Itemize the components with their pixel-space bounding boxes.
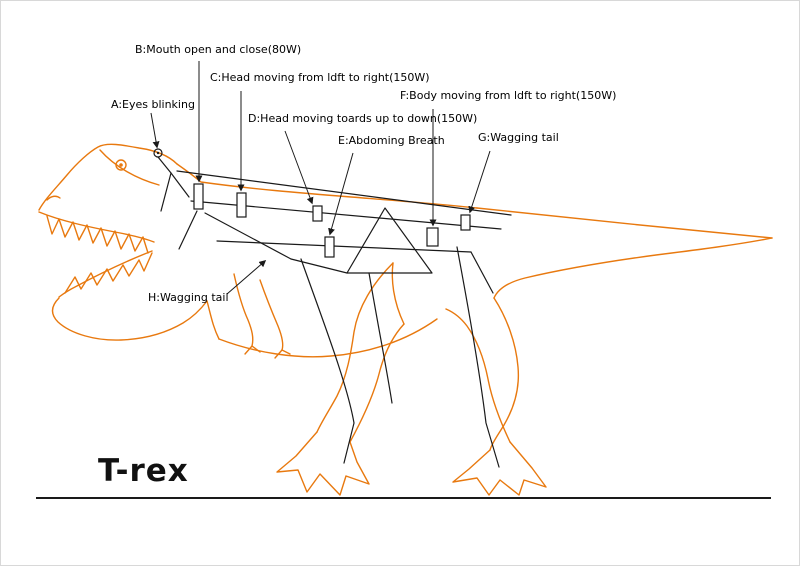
- leader-g: [468, 150, 491, 214]
- leader-lines: [150, 61, 491, 295]
- label-mouth-open-close: B:Mouth open and close(80W): [135, 43, 302, 56]
- label-eyes-blinking: A:Eyes blinking: [111, 98, 195, 111]
- actuator-head-lr: [236, 192, 247, 218]
- upper-teeth: [46, 215, 149, 254]
- leader-h: [226, 260, 267, 295]
- actuator-tail: [460, 214, 471, 231]
- t-rex-outline: [38, 143, 773, 496]
- actuator-head-ud: [312, 205, 323, 222]
- label-head-up-down: D:Head moving toards up to down(150W): [248, 112, 478, 125]
- diagram-title: T-rex: [98, 453, 189, 489]
- actuator-breath: [324, 236, 335, 258]
- label-wagging-tail-h: H:Wagging tail: [148, 291, 229, 304]
- leader-d: [284, 130, 314, 205]
- lower-teeth: [64, 252, 153, 294]
- actuator-body: [426, 227, 439, 247]
- label-body-left-right: F:Body moving from ldft to right(150W): [400, 89, 617, 102]
- leader-e: [328, 152, 354, 236]
- label-abdomen-breath: E:Abdoming Breath: [338, 134, 445, 147]
- eye-icon: [115, 159, 127, 171]
- label-head-left-right: C:Head moving from ldft to right(150W): [210, 71, 430, 84]
- truss-triangle: [346, 207, 433, 274]
- mechanism-frame: [153, 148, 512, 468]
- leader-a: [150, 112, 160, 149]
- label-wagging-tail-g: G:Wagging tail: [478, 131, 559, 144]
- actuator-mouth: [193, 183, 204, 210]
